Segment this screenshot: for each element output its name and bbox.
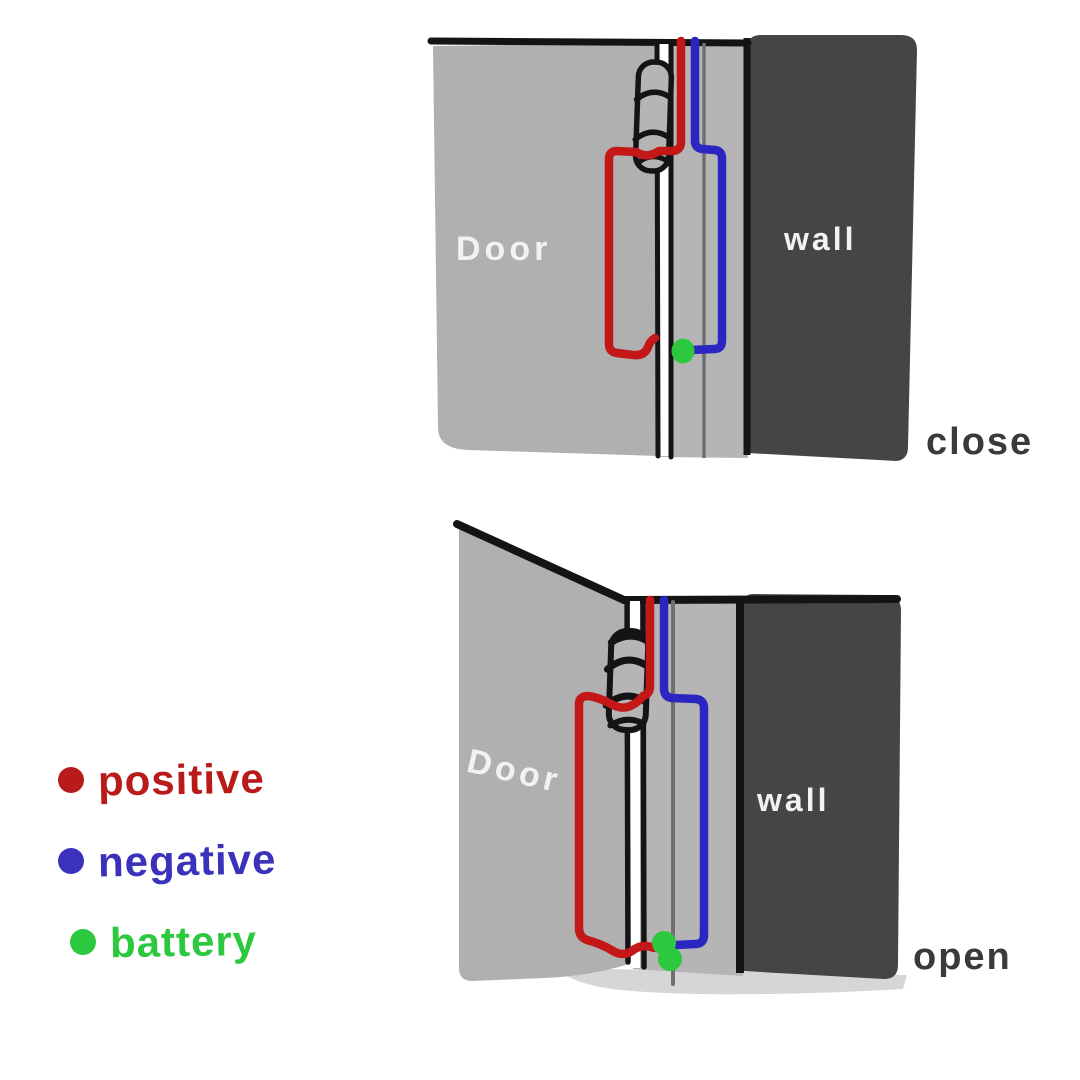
hinge-knuckle-line bbox=[607, 632, 652, 646]
positive-wire bbox=[574, 595, 659, 959]
wall-panel bbox=[742, 594, 901, 979]
battery-dot-icon bbox=[70, 929, 96, 955]
closed-wall-label: wall bbox=[784, 221, 857, 257]
positive-dot-icon bbox=[58, 767, 84, 793]
hinge bbox=[602, 627, 652, 734]
closed-door-diagram bbox=[427, 35, 917, 461]
door-top-edge bbox=[453, 520, 628, 604]
open-wall-label: wall bbox=[757, 782, 830, 818]
legend-label: negative bbox=[97, 835, 277, 886]
closed-state-label: close bbox=[926, 421, 1034, 463]
legend-item-negative: negative bbox=[58, 835, 277, 886]
positive-wire bbox=[604, 36, 686, 360]
legend-item-battery: battery bbox=[70, 916, 276, 967]
frame-top-edge bbox=[620, 595, 901, 604]
door-panel bbox=[459, 528, 629, 981]
legend-label: battery bbox=[109, 916, 258, 967]
wall-panel bbox=[747, 35, 917, 461]
hinge bbox=[632, 59, 675, 174]
legend-label: positive bbox=[97, 754, 266, 805]
door-panel bbox=[433, 43, 658, 456]
battery-dot bbox=[671, 338, 695, 364]
hinge-pin-gap bbox=[630, 601, 640, 968]
hinge-barrel bbox=[632, 59, 675, 174]
hinge-knuckle-line bbox=[633, 89, 674, 103]
battery-dot bbox=[652, 931, 682, 971]
legend-item-positive: positive bbox=[58, 754, 276, 805]
hinge-barrel bbox=[605, 627, 652, 734]
negative-wire bbox=[659, 595, 709, 950]
hinge-knuckle-line bbox=[632, 129, 673, 143]
hinge-knuckle-line bbox=[607, 716, 647, 729]
hinge-knuckle-line bbox=[603, 656, 651, 673]
legend: positive negative battery bbox=[58, 754, 277, 967]
door-frame-strip bbox=[626, 599, 743, 976]
closed-door-label: Door bbox=[456, 230, 552, 268]
open-door-diagram bbox=[453, 520, 907, 995]
open-state-label: open bbox=[913, 936, 1012, 978]
negative-dot-icon bbox=[58, 848, 84, 874]
hinge-pin-gap bbox=[659, 44, 669, 456]
frame-top-edge bbox=[427, 37, 752, 47]
negative-wire bbox=[686, 36, 727, 355]
